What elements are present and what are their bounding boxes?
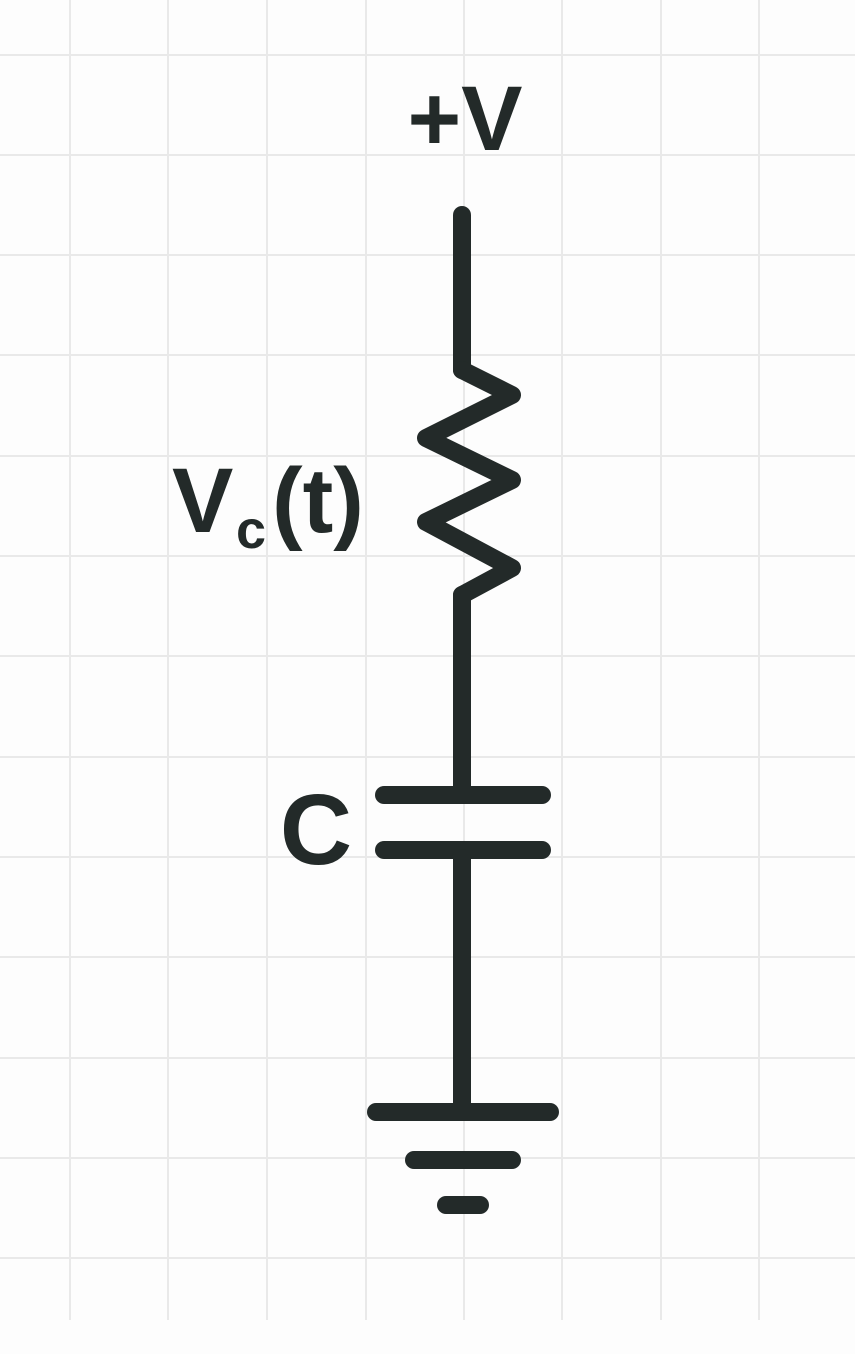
resistor-label-arg: (t) [272, 450, 364, 552]
grid [0, 0, 855, 1320]
resistor-symbol [417, 361, 521, 604]
resistor-label-main: V [172, 450, 233, 552]
capacitor-label: C [280, 774, 352, 886]
resistor-label: V c (t) [172, 450, 364, 560]
resistor-label-sub: c [236, 500, 266, 560]
ground-icon [367, 1103, 559, 1214]
supply-label: +V [407, 68, 522, 170]
